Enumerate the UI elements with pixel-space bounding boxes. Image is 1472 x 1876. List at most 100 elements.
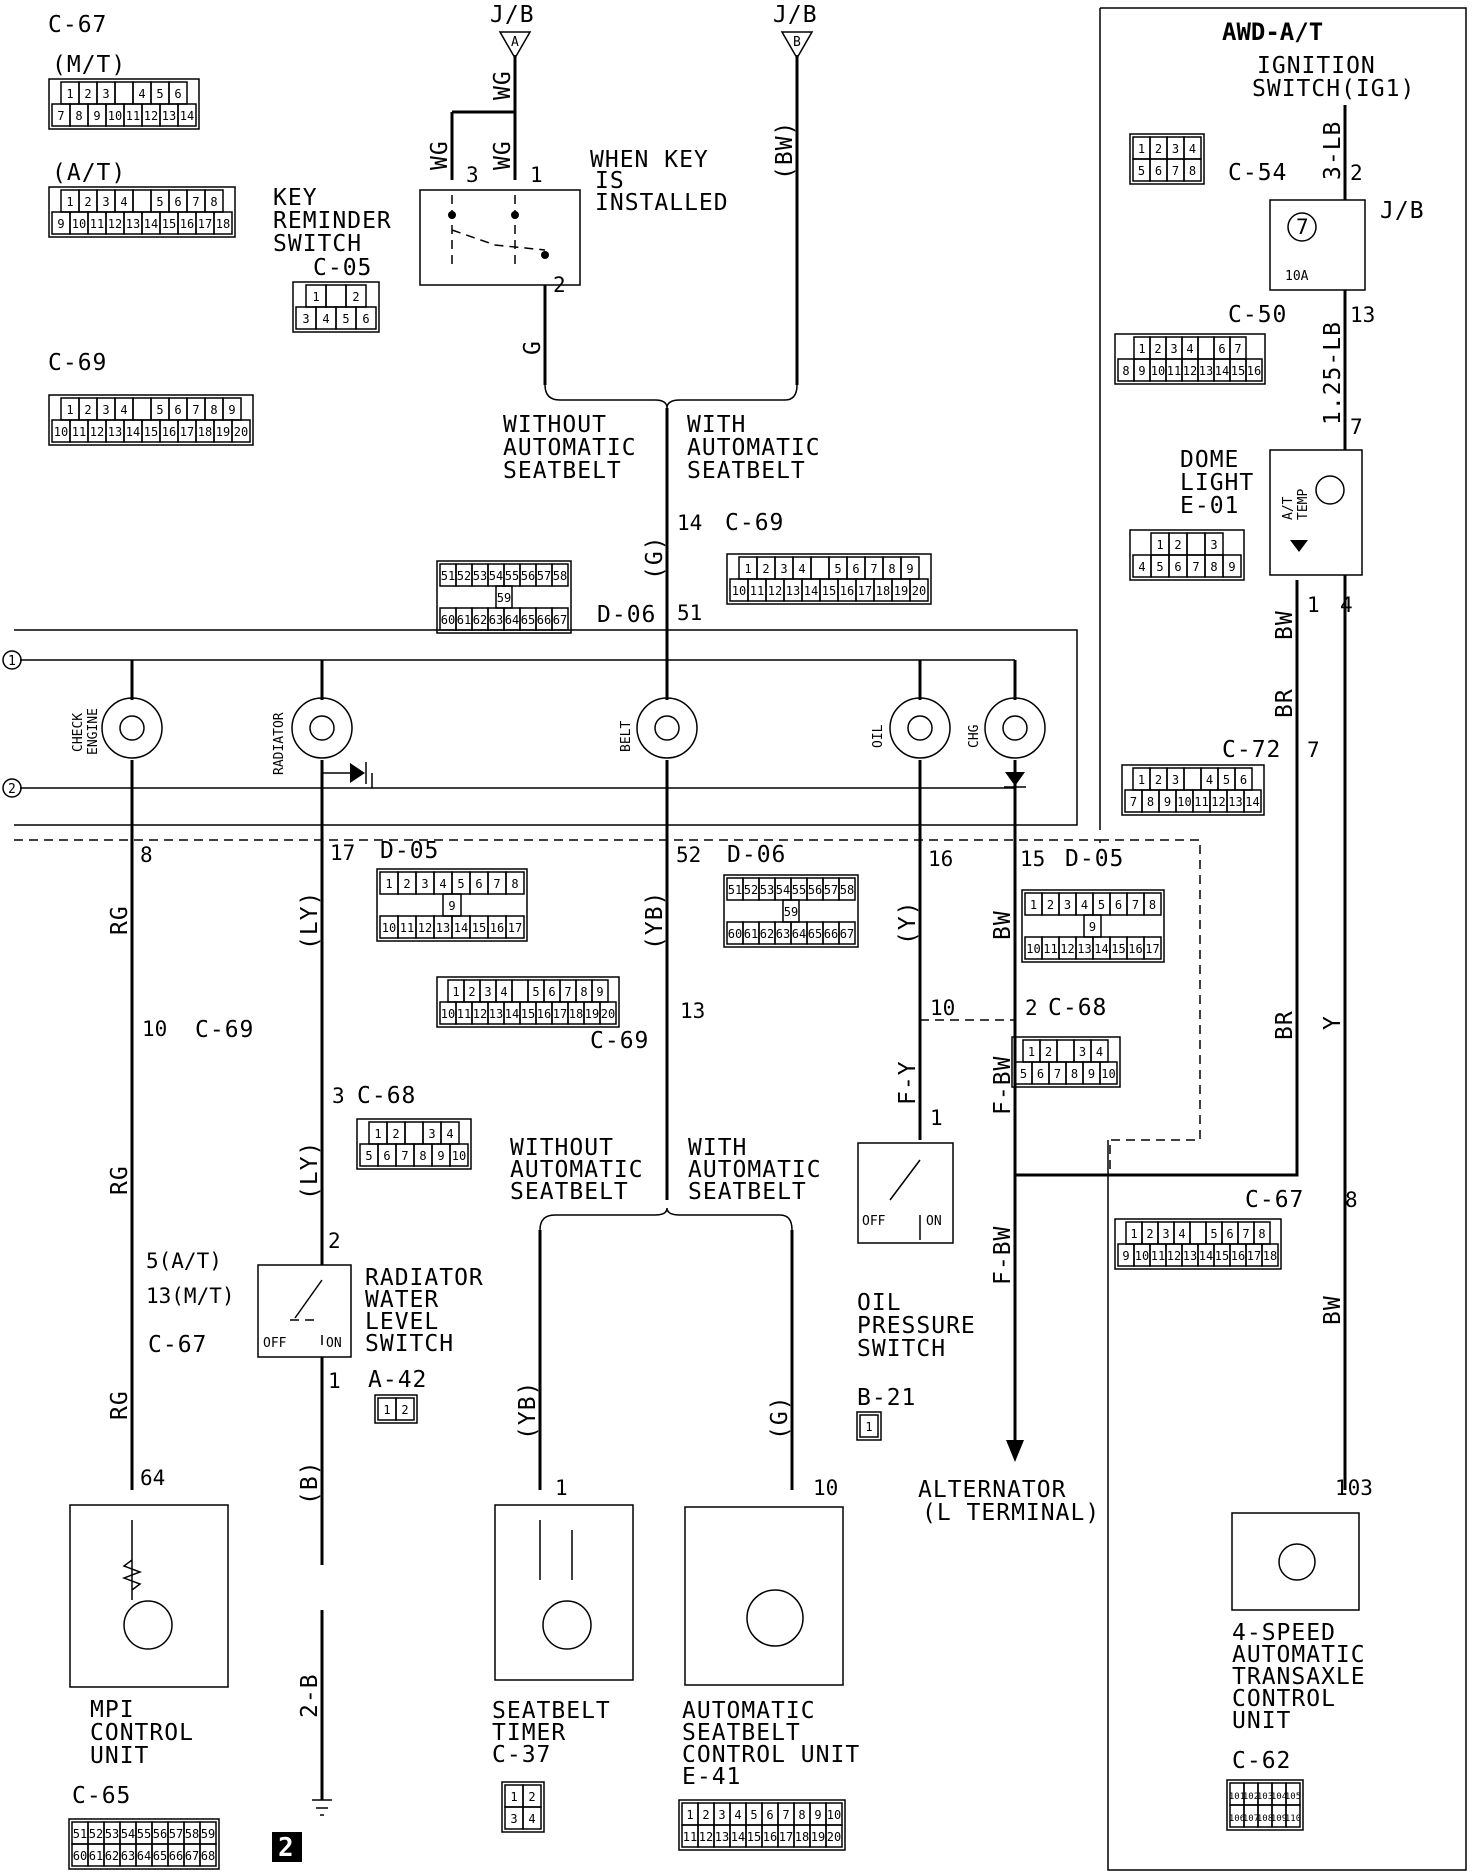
lamp-check-l1: CHECK	[71, 713, 86, 752]
connector-pin-number: 4	[1096, 1045, 1103, 1059]
connector-pin-number: 7	[1234, 342, 1241, 356]
auto-sb-l1: AUTOMATIC	[682, 1698, 816, 1724]
wire-br-r1: BR	[1272, 688, 1298, 718]
connector-pin-number: 52	[457, 569, 471, 583]
connector-pin-number: 7	[1192, 560, 1199, 574]
jb-b-label: J/B	[773, 2, 818, 28]
connector-cell	[505, 915, 525, 939]
connector-pin-number: 11	[683, 1830, 697, 1844]
connector-c69-label: C-69	[48, 350, 107, 376]
lamp-chg: CHG	[967, 724, 982, 748]
at-temp-l2: TEMP	[1296, 489, 1311, 520]
connector-pin-number: 10	[1177, 795, 1191, 809]
wire-y1: (Y)	[895, 900, 921, 945]
radiator-lamp	[291, 697, 353, 759]
connector-pin-number: 18	[216, 217, 230, 231]
connector-pin-number: 3	[1064, 898, 1071, 912]
connector-pin-number: 2	[403, 877, 410, 891]
ground-icon	[312, 1799, 332, 1816]
connector-pin-number: 2	[1047, 898, 1054, 912]
conn-c68a: C-68	[357, 1083, 416, 1109]
connector-pin-number: 13	[162, 109, 176, 123]
connector-pin-number: 8	[888, 562, 895, 576]
connector-pin-number: 4	[1186, 342, 1193, 356]
connector-pin-number: 5	[750, 1808, 757, 1822]
sb-top-without-l2: AUTOMATIC	[503, 435, 637, 461]
connector-pin-number: 18	[795, 1830, 809, 1844]
connector-pin-number: 7	[564, 985, 571, 999]
wire-g-mid: (G)	[642, 535, 668, 580]
connector-pin-number: 1	[66, 87, 73, 101]
connector-pin-number: 3	[1162, 1227, 1169, 1241]
connector-pin-number: 4	[1206, 773, 1213, 787]
pin-1: 1	[530, 163, 543, 187]
connector-pin-number: 6	[475, 877, 482, 891]
connector-pin-number: 10	[441, 1007, 455, 1021]
connector-pin-number: 6	[548, 985, 555, 999]
connector-pin-number: 11	[1151, 1249, 1165, 1263]
connector-pin-number: 54	[489, 569, 503, 583]
sb-bot-with-l1: WITH	[688, 1135, 747, 1161]
connector-pin-number: 53	[473, 569, 487, 583]
connector-pin-number: 58	[185, 1827, 199, 1841]
connector-cell	[1243, 789, 1262, 813]
lamp-oil: OIL	[871, 724, 886, 748]
connector-pin-number: 55	[137, 1827, 151, 1841]
connector-pin-number: 10	[1135, 1249, 1149, 1263]
connector-cell	[859, 1414, 879, 1438]
connector-pin-number: 62	[473, 613, 487, 627]
alternator-l1: ALTERNATOR	[918, 1477, 1066, 1503]
connector-pin-number: 9	[1122, 1249, 1129, 1263]
pin-7r: 7	[1350, 415, 1363, 439]
rotated-labels: WG WG WG (BW) G (G) RG RG RG (LY) (LY) (…	[71, 70, 1346, 1718]
connector-pin-number: 4	[1189, 142, 1196, 156]
connector-pin-number: 13	[436, 921, 450, 935]
connector-pin-number: 12	[1060, 942, 1074, 956]
connector-pin-number: 7	[1242, 1227, 1249, 1241]
sb-top-without-l3: SEATBELT	[503, 458, 622, 484]
connector-pin-number: 20	[827, 1830, 841, 1844]
pin-10: 10	[142, 1017, 167, 1041]
connector-pin-number: 6	[1226, 1227, 1233, 1241]
switch-note-l3: INSTALLED	[595, 190, 729, 216]
connector-pin-number: 63	[489, 613, 503, 627]
ground-ref-label: 2	[278, 1833, 294, 1863]
connector-pin-number: 15	[144, 425, 158, 439]
connector-pin-number: 7	[1132, 898, 1139, 912]
connector-pin-number: 19	[894, 584, 908, 598]
connector-pin-number: 61	[457, 613, 471, 627]
connector-pin-number: 8	[210, 403, 217, 417]
fuse-box	[1269, 199, 1366, 291]
connector-pin-number: 10	[452, 1149, 466, 1163]
connector-pin-number: 12	[1183, 364, 1197, 378]
connector-pin-number: 60	[73, 1849, 87, 1863]
connector-pin-number: 5	[342, 312, 349, 326]
connector-pin-number: 1	[865, 1420, 872, 1434]
connector-pin-number: 6	[766, 1808, 773, 1822]
wire-y-r: Y	[1320, 1015, 1346, 1030]
connector-pin-number: 14	[1199, 1249, 1213, 1263]
connector-pin-number: 17	[1247, 1249, 1261, 1263]
connector-pin-number: 9	[93, 109, 100, 123]
connector-pin-number: 51	[728, 883, 742, 897]
timer-l2: TIMER	[492, 1720, 566, 1746]
transaxle-l1: 4-SPEED	[1232, 1620, 1336, 1646]
connector-cell	[1099, 1061, 1118, 1085]
connector-pin-number: 17	[508, 921, 522, 935]
pin-16: 16	[928, 847, 953, 871]
pin-2: 2	[553, 273, 566, 297]
transaxle-l4: CONTROL	[1232, 1686, 1336, 1712]
connector-pin-number: 108	[1257, 1814, 1273, 1824]
transaxle-l3: TRANSAXLE	[1232, 1664, 1366, 1690]
connector-pin-number: 9	[906, 562, 913, 576]
pin-1d: 1	[555, 1476, 568, 1500]
connector-pin-number: 10	[1151, 364, 1165, 378]
connector-pin-number: 64	[137, 1849, 151, 1863]
wire-br-r2: BR	[1272, 1010, 1298, 1040]
connector-pin-number: 12	[1167, 1249, 1181, 1263]
connector-pin-number: 3	[428, 1127, 435, 1141]
connector-cell	[810, 556, 830, 580]
pin-13: 13	[680, 999, 705, 1023]
